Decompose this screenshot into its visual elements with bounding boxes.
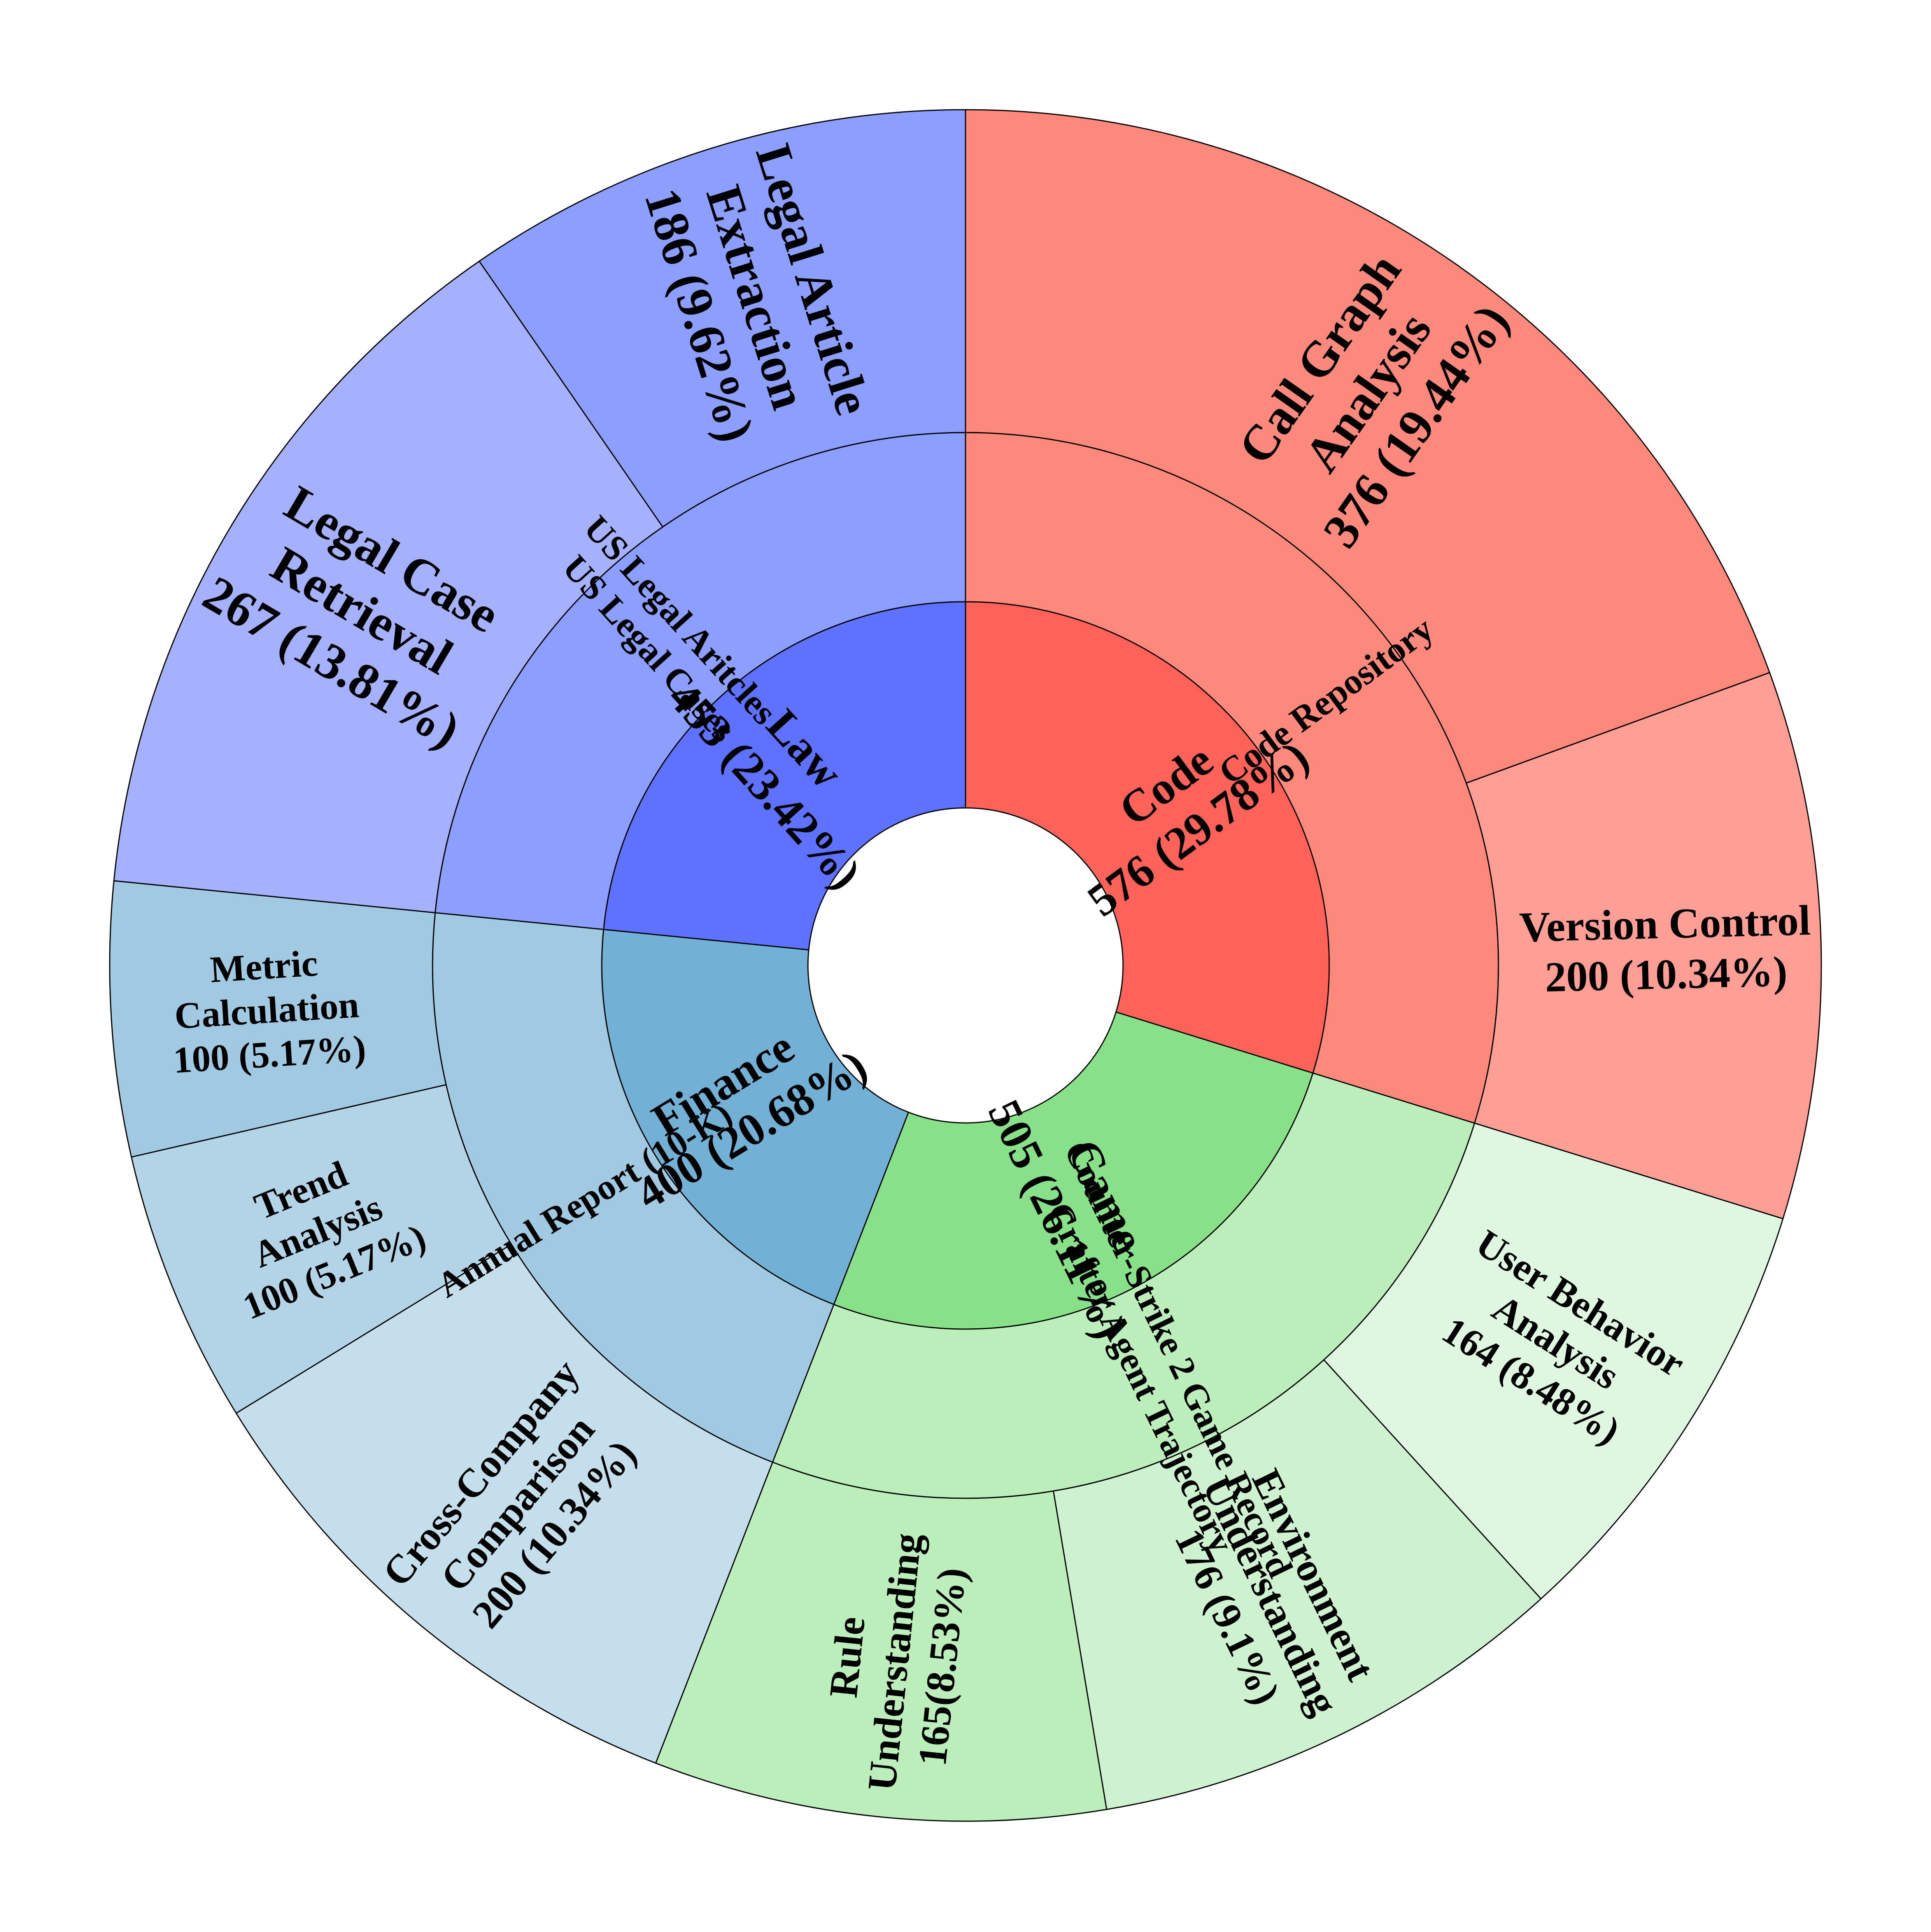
- segment-call-graph-analysis: [965, 109, 1771, 784]
- segment-cross-company-comparison: [235, 1243, 774, 1764]
- segment-environment-understanding: [1053, 1359, 1542, 1810]
- label-version-control: Version Control200 (10.34%): [1519, 897, 1812, 1002]
- segment-version-control: [1465, 672, 1822, 1220]
- segment-legal-case-retrieval: [113, 260, 664, 914]
- label-line: Rule: [821, 1615, 874, 1700]
- segment-user-behavior-analysis: [1323, 1122, 1784, 1600]
- label-line: Version Control: [1519, 897, 1811, 951]
- segment-legal-article-extraction: [478, 109, 966, 528]
- segment-rule-understanding: [655, 1461, 1107, 1822]
- label-line: Metric: [209, 942, 319, 990]
- label-line: 200 (10.34%): [1544, 948, 1788, 1001]
